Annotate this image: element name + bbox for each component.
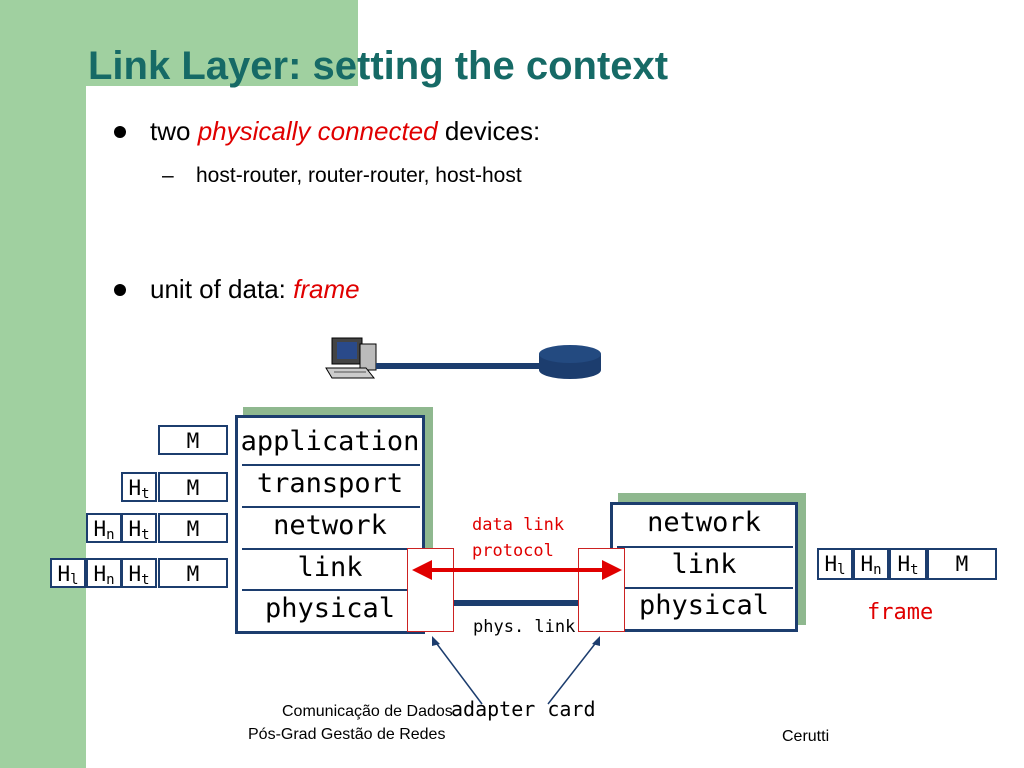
computer-icon	[325, 337, 377, 379]
header-sub: t	[141, 486, 150, 502]
network-header: Hn	[86, 513, 122, 543]
transport-header: Ht	[121, 558, 157, 588]
sub-bullet-pairs: – host-router, router-router, host-host	[162, 164, 522, 188]
bullet-unit: unit of data: frame	[114, 274, 360, 305]
layer-physical: physical	[638, 590, 770, 621]
data-link-label-1: data link	[472, 515, 565, 535]
message-label: M	[186, 562, 200, 586]
footer-author: Cerutti	[782, 728, 830, 745]
right-protocol-stack: network link physical	[610, 502, 798, 632]
footer-course: Comunicação de Dados	[282, 703, 453, 720]
adapter-card-pointers	[432, 636, 600, 705]
bullet-dot-icon	[114, 284, 126, 296]
footer-program: Pós-Grad Gestão de Redes	[248, 726, 446, 743]
transport-header: Ht	[121, 513, 157, 543]
datagram-message: M	[158, 513, 228, 543]
layer-link: link	[671, 549, 737, 580]
header-h: H	[128, 562, 142, 586]
router-icon	[539, 345, 601, 379]
header-sub: t	[141, 572, 150, 588]
transport-header: Ht	[121, 472, 157, 502]
layer-separator	[617, 546, 793, 548]
bullet-text-pre: two	[150, 116, 198, 146]
data-link-label-2: protocol	[472, 541, 554, 561]
layer-separator	[617, 587, 793, 589]
header-h: H	[57, 562, 71, 586]
header-h: H	[93, 517, 107, 541]
phys-link-cable	[440, 600, 600, 606]
header-sub: n	[106, 572, 115, 588]
bullet-text-post: devices:	[437, 116, 541, 146]
frame-message: M	[927, 548, 997, 580]
phys-link-label: phys. link	[473, 617, 576, 637]
bullet-text-emphasis: frame	[293, 274, 360, 304]
network-header: Hn	[853, 548, 889, 580]
layer-application: application	[240, 426, 420, 457]
bullet-text-emphasis: physically connected	[197, 116, 438, 146]
dash-icon: –	[162, 164, 174, 187]
transport-header: Ht	[889, 548, 927, 580]
frame-label: frame	[867, 600, 934, 625]
link-header: Hl	[50, 558, 86, 588]
link-header: Hl	[817, 548, 853, 580]
header-sub: l	[70, 572, 79, 588]
layer-physical: physical	[264, 593, 396, 624]
slide-title: Link Layer: setting the context	[88, 44, 669, 88]
host-router-link-graphic	[325, 337, 601, 379]
layer-transport: transport	[256, 468, 404, 499]
header-sub: t	[141, 527, 150, 543]
message-label: M	[186, 429, 200, 453]
network-header: Hn	[86, 558, 122, 588]
layer-separator	[242, 506, 420, 508]
left-protocol-stack: application transport network link physi…	[235, 415, 425, 634]
left-green-bar	[0, 0, 86, 768]
header-h: H	[897, 552, 911, 576]
header-h: H	[860, 552, 874, 576]
layer-network: network	[273, 510, 387, 541]
header-h: H	[824, 552, 838, 576]
header-h: H	[128, 476, 142, 500]
message-label: M	[186, 476, 200, 500]
frame-message: M	[158, 558, 228, 588]
header-h: H	[128, 517, 142, 541]
layer-separator	[242, 548, 420, 550]
packet-message: M	[158, 425, 228, 455]
header-sub: l	[837, 562, 846, 578]
message-label: M	[186, 517, 200, 541]
top-green-bar	[0, 0, 358, 86]
layer-separator	[242, 589, 420, 591]
right-adapter-card	[578, 548, 625, 632]
bullet-text-pre: unit of data:	[150, 274, 294, 304]
layer-link: link	[297, 552, 363, 583]
segment-message: M	[158, 472, 228, 502]
header-sub: t	[910, 562, 919, 578]
sub-bullet-text: host-router, router-router, host-host	[196, 164, 522, 187]
data-link-protocol-arrow	[412, 560, 622, 580]
layer-network: network	[647, 507, 761, 538]
message-label: M	[955, 552, 969, 576]
header-sub: n	[106, 527, 115, 543]
header-h: H	[93, 562, 107, 586]
header-sub: n	[873, 562, 882, 578]
adapter-card-label: adapter card	[451, 697, 596, 721]
bullet-dot-icon	[114, 126, 126, 138]
layer-separator	[242, 464, 420, 466]
bullet-devices: two physically connected devices:	[114, 116, 541, 147]
